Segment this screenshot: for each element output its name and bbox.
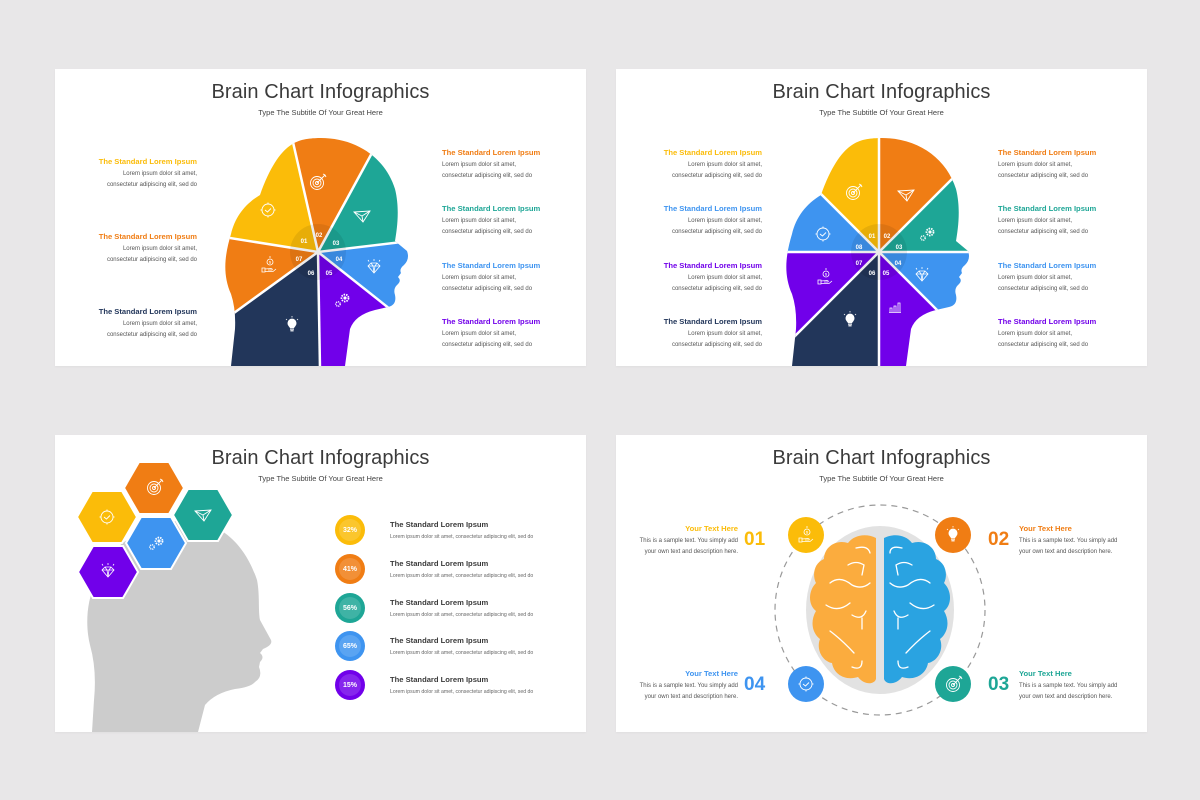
- label-left-4: The Standard Lorem Ipsum Lorem ipsum dol…: [663, 317, 762, 348]
- segment-num-02: 02: [316, 233, 323, 239]
- segment-num-07: 07: [296, 257, 303, 263]
- segment-02: [290, 137, 385, 252]
- percent-badge: 56%: [335, 593, 365, 623]
- slide-brain-chart-7-segment: Brain Chart Infographics Type The Subtit…: [55, 69, 586, 366]
- slide-brain-hemispheres: Brain Chart Infographics Type The Subtit…: [616, 435, 1147, 732]
- label-right-4: The Standard Lorem Ipsum Lorem ipsum dol…: [442, 317, 541, 348]
- slide-subtitle: Type The Subtitle Of Your Great Here: [819, 108, 944, 117]
- item-01: Your Text Here This is a sample text. Yo…: [639, 524, 738, 555]
- hexagon-yellow: [75, 490, 139, 544]
- label-left-3: The Standard Lorem Ipsum Lorem ipsum dol…: [663, 261, 762, 292]
- hexagon-head-graphic: [75, 461, 272, 732]
- segment-num-03: 03: [333, 241, 340, 247]
- segment-num-08: 08: [856, 245, 863, 251]
- label-right-1: The Standard Lorem Ipsum Lorem ipsum dol…: [998, 148, 1097, 179]
- brain-left-hemisphere: [810, 535, 876, 684]
- progress-row-2: 41% The Standard Lorem Ipsum Lorem ipsum…: [335, 554, 575, 584]
- label-left-2: The Standard Lorem Ipsum Lorem ipsum dol…: [663, 204, 762, 235]
- progress-row-5: 15% The Standard Lorem Ipsum Lorem ipsum…: [335, 670, 575, 700]
- segment-num-01: 01: [301, 239, 308, 245]
- segment-num-02: 02: [884, 234, 891, 240]
- label-left-3: The Standard Lorem Ipsum Lorem ipsum dol…: [98, 307, 197, 338]
- label-left-1: The Standard Lorem Ipsum Lorem ipsum dol…: [663, 148, 762, 179]
- label-right-4: The Standard Lorem Ipsum Lorem ipsum dol…: [998, 317, 1097, 348]
- progress-row-1: 32% The Standard Lorem Ipsum Lorem ipsum…: [335, 515, 575, 545]
- label-right-1: The Standard Lorem Ipsum Lorem ipsum dol…: [442, 148, 541, 179]
- brain-graphic: [774, 504, 986, 716]
- slide-brain-chart-8-segment: Brain Chart Infographics Type The Subtit…: [616, 69, 1147, 366]
- label-right-3: The Standard Lorem Ipsum Lorem ipsum dol…: [442, 261, 541, 292]
- item-number-04: 04: [744, 674, 766, 695]
- label-right-2: The Standard Lorem Ipsum Lorem ipsum dol…: [442, 204, 541, 235]
- label-left-1: The Standard Lorem Ipsum Lorem ipsum dol…: [98, 157, 197, 188]
- item-04: Your Text Here This is a sample text. Yo…: [639, 669, 738, 700]
- progress-row-4: 65% The Standard Lorem Ipsum Lorem ipsum…: [335, 631, 575, 661]
- segment-num-05: 05: [883, 271, 890, 277]
- item-number-02: 02: [988, 529, 1010, 550]
- hexagon-purple: [76, 545, 140, 599]
- label-right-2: The Standard Lorem Ipsum Lorem ipsum dol…: [998, 204, 1097, 235]
- segment-num-03: 03: [896, 245, 903, 251]
- icon-circle-03: [935, 666, 971, 702]
- head-pie-chart: 01 02 03 04 05 06 07: [225, 137, 408, 366]
- percent-badge: 41%: [335, 554, 365, 584]
- item-03: Your Text Here This is a sample text. Yo…: [1019, 669, 1118, 700]
- segment-num-04: 04: [336, 257, 343, 263]
- percent-badge: 15%: [335, 670, 365, 700]
- percent-badge: 32%: [335, 515, 365, 545]
- slide-subtitle: Type The Subtitle Of Your Great Here: [819, 474, 944, 483]
- progress-row-3: 56% The Standard Lorem Ipsum Lorem ipsum…: [335, 593, 575, 623]
- slide-hexagon-head: Brain Chart Infographics Type The Subtit…: [55, 435, 586, 732]
- slide-subtitle: Type The Subtitle Of Your Great Here: [258, 108, 383, 117]
- segment-num-01: 01: [869, 234, 876, 240]
- dashed-orbit: [774, 504, 986, 716]
- item-number-03: 03: [988, 674, 1010, 695]
- segment-num-06: 06: [869, 271, 876, 277]
- slide-title: Brain Chart Infographics: [211, 81, 430, 103]
- head-pie-chart: 01 02 03 04 05 06 07 08: [786, 137, 969, 366]
- icon-circle-04: [788, 666, 824, 702]
- segment-num-04: 04: [895, 261, 902, 267]
- slide-title: Brain Chart Infographics: [772, 81, 991, 103]
- label-right-3: The Standard Lorem Ipsum Lorem ipsum dol…: [998, 261, 1097, 292]
- brain-right-hemisphere: [884, 535, 950, 684]
- segment-num-05: 05: [326, 271, 333, 277]
- slide-title: Brain Chart Infographics: [772, 447, 991, 469]
- item-02: Your Text Here This is a sample text. Yo…: [1019, 524, 1118, 555]
- segment-num-06: 06: [308, 271, 315, 277]
- slide-subtitle: Type The Subtitle Of Your Great Here: [258, 474, 383, 483]
- percent-badge: 65%: [335, 631, 365, 661]
- slide-title: Brain Chart Infographics: [211, 447, 430, 469]
- item-number-01: 01: [744, 529, 766, 550]
- label-left-2: The Standard Lorem Ipsum Lorem ipsum dol…: [98, 232, 197, 263]
- segment-num-07: 07: [856, 261, 863, 267]
